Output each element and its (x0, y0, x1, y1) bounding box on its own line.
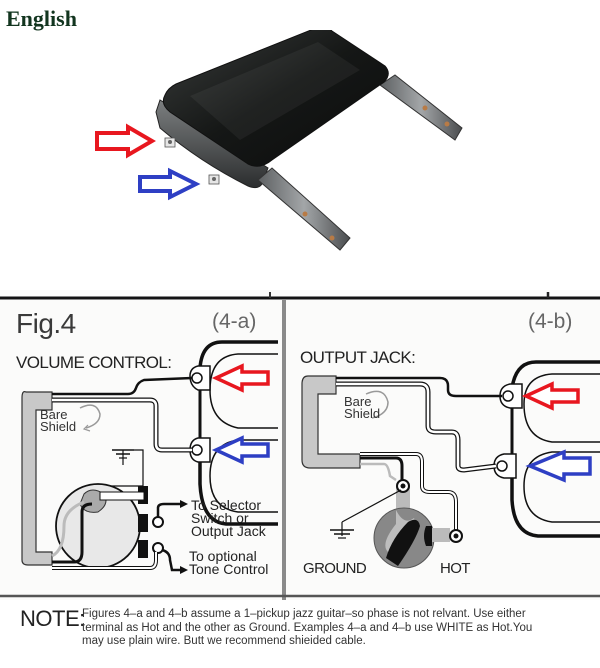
pickup-b-bottom (510, 451, 600, 538)
terminal-a-bottom (189, 437, 211, 463)
shield-label-line: Bare (40, 407, 68, 422)
note-section: NOTE: Figures 4–a and 4–b assume a 1–pic… (0, 600, 600, 668)
red-arrow-icon-a (211, 363, 270, 393)
note-line: terminal as Hot and the other as Ground.… (82, 621, 533, 634)
mounting-leg-front (257, 167, 351, 251)
terminal-b-top (499, 383, 523, 409)
callout-line: Output Jack (191, 523, 266, 539)
bare-shield-label-b: Bare Shield (344, 394, 381, 421)
hot-label: HOT (440, 560, 470, 577)
panel-b-label: (4-b) (528, 310, 573, 333)
figure-title: Fig.4 (16, 308, 76, 339)
callout-line: Switch or (191, 510, 249, 526)
pickup-cover (162, 30, 389, 167)
terminal-top (164, 137, 176, 148)
panel-divider (282, 300, 286, 600)
terminal-b-bottom (493, 453, 517, 479)
note-line: Figures 4–a and 4–b assume a 1–pickup ja… (82, 608, 526, 620)
panel-a-label: (4-a) (212, 310, 257, 333)
diagram-lines (0, 292, 600, 600)
mounting-leg-back (379, 74, 463, 141)
terminal-a-top (189, 365, 211, 391)
wiring-diagram: Fig.4 (4-a) (4-b) VOLUME CONTROL: OUTPUT… (0, 290, 600, 600)
panel-a-heading: VOLUME CONTROL: (16, 353, 172, 372)
callout-tone-control: To optional Tone Control (189, 548, 269, 577)
terminal-bottom (208, 174, 220, 185)
shielded-cable-a (21, 391, 53, 566)
note-label: NOTE: (20, 606, 85, 631)
red-arrow-icon-b (521, 381, 580, 411)
note-text: Figures 4–a and 4–b assume a 1–pickup ja… (82, 608, 592, 649)
panel-b-heading: OUTPUT JACK: (300, 348, 416, 367)
blue-arrow-icon-a (211, 435, 270, 465)
ground-symbol-b (330, 489, 402, 539)
shield-label-line: Shield (344, 406, 381, 421)
ground-label: GROUND (303, 560, 367, 577)
red-arrow-icon (95, 123, 156, 159)
blue-arrow-icon-b (525, 449, 592, 483)
output-jack (373, 479, 463, 569)
page-title: English (6, 6, 77, 31)
blue-arrow-icon (138, 167, 201, 201)
note-line: may use plain wire. Butt we recommend sh… (82, 635, 366, 647)
callout-line: Tone Control (189, 561, 269, 577)
shield-label-line: Bare (344, 394, 372, 409)
callout-line: To Selector (191, 497, 262, 513)
volume-pot (51, 483, 148, 569)
shielded-cable-b (301, 375, 361, 469)
callout-line: To optional (189, 548, 257, 564)
pickup-photo (95, 30, 463, 251)
shield-label-line: Shield (40, 419, 77, 434)
callout-selector-switch: To Selector Switch or Output Jack (191, 497, 266, 539)
bare-shield-label-a: Bare Shield (40, 407, 77, 434)
